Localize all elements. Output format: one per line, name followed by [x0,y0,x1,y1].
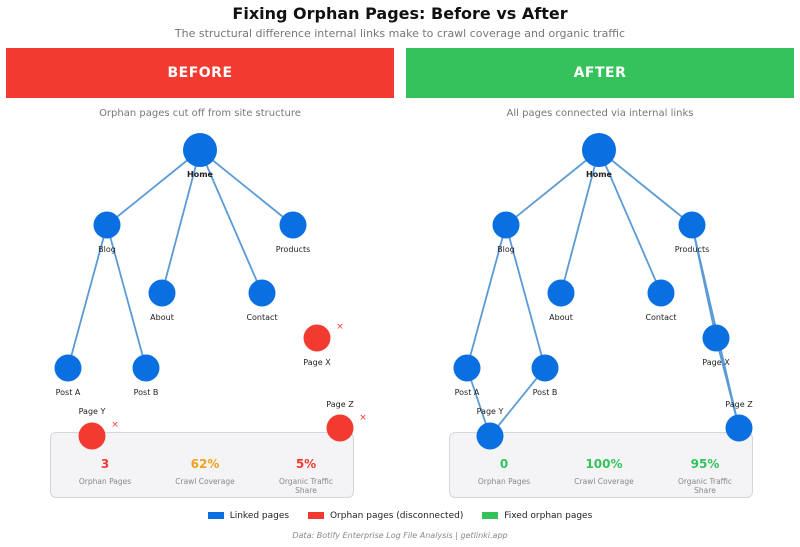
label-home: Home [187,170,214,179]
legend-item-orphan: Orphan pages (disconnected) [307,511,464,521]
stat-value: 5% [295,457,317,471]
label-contact: Contact [645,313,676,322]
stat-value: 0 [499,457,509,471]
stat-label-line1: Organic Traffic [677,477,733,486]
stat-label: Crawl Coverage [175,477,235,486]
label-products: Products [276,245,311,254]
edge-blog-post-a [67,224,108,369]
label-home: Home [586,170,613,179]
edge-home-blog [106,149,201,226]
edge-home-contact [199,149,263,294]
legend-swatch-linked [207,512,224,519]
node-contact [647,279,675,307]
node-page-x-orphan [303,324,331,352]
node-page-x-fixed [702,324,730,352]
after-edges [466,149,740,437]
stat-value: 62% [190,457,220,471]
source-note: Data: Botify Enterprise Log File Analysi… [292,531,508,540]
node-about [547,279,575,307]
stat-label: Crawl Coverage [574,477,634,486]
node-products [279,211,307,239]
stat-label-line1: Organic Traffic [278,477,334,486]
label-post-a: Post A [56,388,81,397]
label-page-z: Page Z [326,400,354,409]
legend-item-linked: Linked pages [207,511,290,521]
node-page-z-orphan [326,414,354,442]
legend-label: Linked pages [229,511,290,521]
label-page-z: Page Z [725,400,753,409]
node-post-b [531,354,559,382]
label-blog: Blog [497,245,515,254]
legend-label: Fixed orphan pages [504,511,593,521]
label-about: About [150,313,174,322]
node-products [678,211,706,239]
after-banner: AFTER [406,48,794,98]
legend-swatch-orphan [307,512,324,519]
node-post-a [54,354,82,382]
edge-home-products [199,149,294,226]
orphan-markers: × × × [111,322,367,430]
before-node-labels: Home Blog Products About Contact Post A … [56,170,355,416]
label-products: Products [675,245,710,254]
node-blog [93,211,121,239]
page-subtitle: The structural difference internal links… [174,27,626,40]
stat-label-line2: Share [295,486,317,495]
edge-blog-post-a [466,224,507,369]
label-post-b: Post B [533,388,558,397]
edge-post-b-page-y [489,367,546,437]
orphan-y-mark: × [111,420,119,430]
before-caption: Orphan pages cut off from site structure [99,108,301,119]
node-home [183,133,217,167]
label-page-x: Page X [702,358,730,367]
edge-home-about [560,149,600,294]
node-home [582,133,616,167]
orphan-x-mark: × [336,322,344,332]
label-contact: Contact [246,313,277,322]
node-page-y-orphan [78,422,106,450]
before-nodes [54,133,354,450]
stat-value: 95% [690,457,720,471]
stat-value: 3 [100,457,110,471]
label-blog: Blog [98,245,116,254]
edge-blog-post-b [106,224,147,369]
node-post-b [132,354,160,382]
label-page-x: Page X [303,358,331,367]
stat-label: Orphan Pages [78,477,132,486]
label-page-y: Page Y [477,407,504,416]
edge-home-about [161,149,201,294]
before-edges [67,149,294,369]
legend-label: Orphan pages (disconnected) [329,511,464,521]
after-caption: All pages connected via internal links [506,108,694,119]
legend-swatch-fixed [482,512,499,519]
stat-label-line2: Share [694,486,716,495]
after-nodes [453,133,753,450]
node-about [148,279,176,307]
legend: Linked pages Orphan pages (disconnected)… [0,511,800,522]
label-about: About [549,313,573,322]
label-post-a: Post A [455,388,480,397]
edge-home-blog [505,149,600,226]
node-post-a [453,354,481,382]
stat-value: 100% [585,457,623,471]
edge-blog-post-b [505,224,546,369]
node-contact [248,279,276,307]
after-node-labels: Home Blog Products About Contact Post A … [455,170,754,416]
page-title: Fixing Orphan Pages: Before vs After [232,4,568,23]
label-post-b: Post B [134,388,159,397]
edge-home-products [598,149,693,226]
edge-home-contact [598,149,662,294]
orphan-z-mark: × [359,413,367,423]
before-banner: BEFORE [6,48,394,98]
legend-item-fixed: Fixed orphan pages [482,511,592,521]
node-page-y-fixed [476,422,504,450]
label-page-y: Page Y [79,407,106,416]
node-blog [492,211,520,239]
edge-page-x-page-z [715,337,740,429]
node-page-z-fixed [725,414,753,442]
stat-label: Orphan Pages [477,477,531,486]
